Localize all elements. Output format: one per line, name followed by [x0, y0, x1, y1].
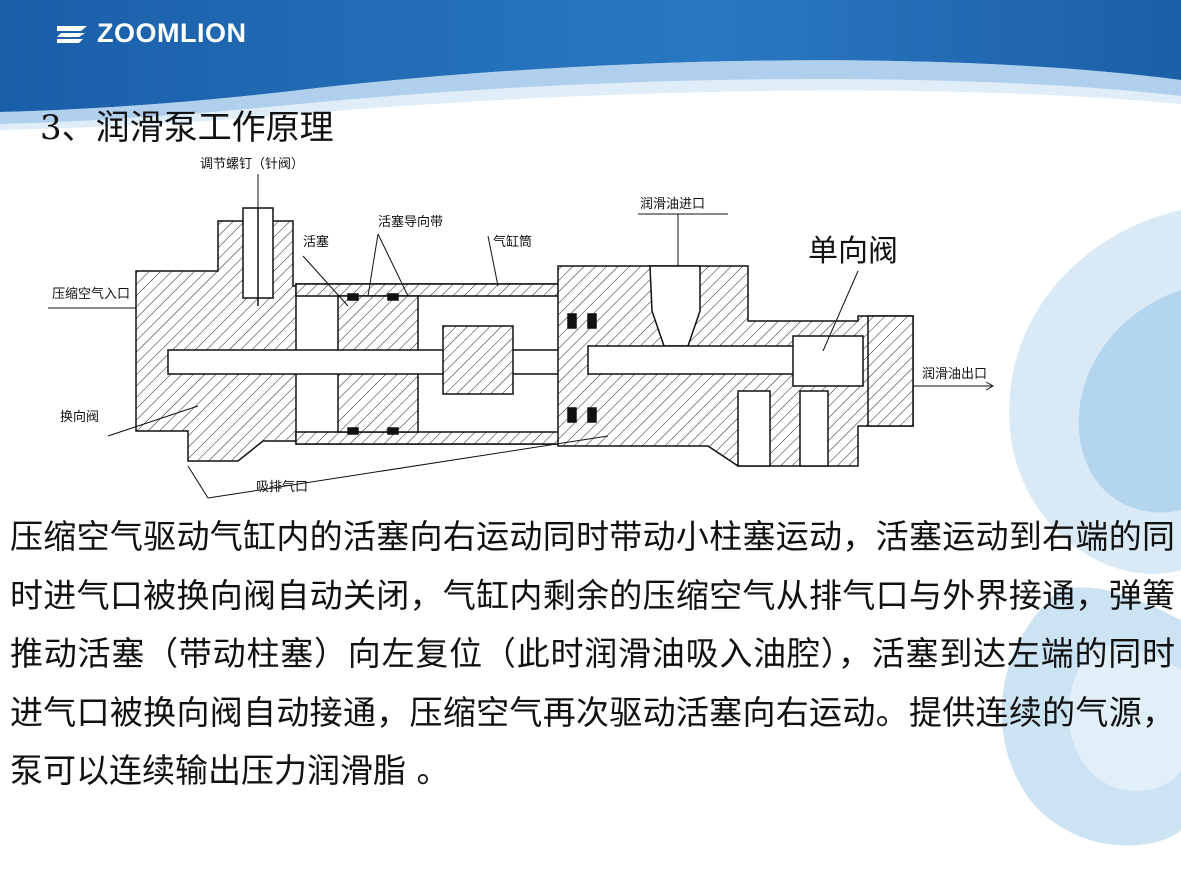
label-reversing-valve: 换向阀 — [60, 409, 99, 425]
label-piston: 活塞 — [303, 234, 329, 250]
body-paragraph: 压缩空气驱动气缸内的活塞向右运动同时带动小柱塞运动，活塞运动到右端的同时进气口被… — [10, 517, 1175, 790]
decorative-swirl — [1001, 210, 1181, 846]
label-exhaust: 吸排气口 — [256, 479, 308, 495]
label-cylinder: 气缸筒 — [493, 234, 532, 250]
brand-logo: ZOOMLION — [55, 18, 246, 49]
label-oil-outlet: 润滑油出口 — [922, 367, 987, 382]
label-check-valve: 单向阀 — [808, 234, 898, 269]
label-oil-inlet: 润滑油进口 — [640, 197, 705, 212]
zoomlion-mark-icon — [57, 25, 87, 43]
leader-lines — [48, 174, 995, 499]
lubrication-pump-diagram: 调节螺钉（针阀） 活塞 活塞导向带 气缸筒 润滑油进口 单向阀 压缩空气入口 润… — [48, 146, 1004, 506]
label-piston-guide: 活塞导向带 — [378, 214, 443, 230]
logo-text: ZOOMLION — [97, 18, 247, 48]
pump-body — [135, 207, 914, 467]
label-air-inlet: 压缩空气入口 — [52, 286, 130, 302]
diagram-labels: 调节螺钉（针阀） 活塞 活塞导向带 气缸筒 润滑油进口 单向阀 压缩空气入口 润… — [52, 157, 987, 495]
section-title: 3、润滑泵工作原理 — [40, 108, 334, 148]
label-adjust-screw: 调节螺钉（针阀） — [200, 157, 304, 172]
header-band — [0, 0, 1181, 130]
